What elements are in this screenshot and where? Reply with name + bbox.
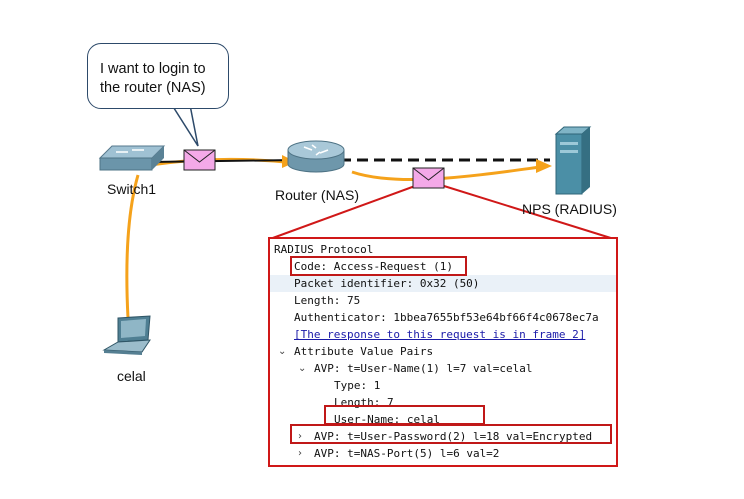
router-label: Router (NAS) [275,187,360,203]
tree-row-length[interactable]: Length: 75 [270,292,616,309]
tree-row-response-link[interactable]: [The response to this request is in fram… [270,326,616,343]
pc-label: celal [117,368,146,384]
speech-line-2: the router (NAS) [100,80,206,96]
avp-user-name-label: AVP: t=User-Name(1) l=7 val=celal [314,362,533,375]
tree-row-avp-nas-port[interactable]: › AVP: t=NAS-Port(5) l=6 val=2 [270,445,616,462]
cable-switch-router [149,157,297,167]
tree-row-avp-header[interactable]: ⌄ Attribute Value Pairs [270,343,616,360]
tree-row-type[interactable]: Type: 1 [270,377,616,394]
avp-password-label: AVP: t=User-Password(2) l=18 val=Encrypt… [314,430,593,443]
speech-bubble-tail [170,104,199,147]
chevron-right-icon[interactable]: › [298,431,302,442]
avp-nas-port-label: AVP: t=NAS-Port(5) l=6 val=2 [314,447,500,460]
router-icon[interactable] [287,140,345,173]
code-field: Code: Access-Request (1) [294,260,453,273]
callout-line-left [269,185,416,240]
highlight-code-box [290,256,467,276]
user-name-field: User-Name: celal [334,413,440,426]
avp-header-label: Attribute Value Pairs [294,345,434,358]
highlight-user-name-box [324,405,485,425]
arrow-to-server-icon [536,159,552,173]
type-field: Type: 1 [334,379,381,392]
speech-line-1: I want to login to [100,61,206,77]
tree-row-root[interactable]: RADIUS Protocol [270,241,616,258]
cable-laptop-switch [125,174,140,319]
response-link[interactable]: [The response to this request is in fram… [294,328,586,341]
packet-id-field: Packet identifier: 0x32 (50) [294,277,480,290]
laptop-icon[interactable] [102,315,151,355]
link-switch-router [149,159,297,163]
length-field: Length: 75 [294,294,361,307]
envelope-icon[interactable] [412,167,445,189]
tree-row-code[interactable]: Code: Access-Request (1) [270,258,616,275]
tree-row-packet-id[interactable]: Packet identifier: 0x32 (50) [270,275,616,292]
chevron-down-icon[interactable]: ⌄ [278,346,287,357]
tree-row-avp-password[interactable]: › AVP: t=User-Password(2) l=18 val=Encry… [270,428,616,445]
envelope-icon[interactable] [183,149,216,171]
tree-row-avp-user-name[interactable]: ⌄ AVP: t=User-Name(1) l=7 val=celal [270,360,616,377]
highlight-password-box [290,424,612,444]
authenticator-field: Authenticator: 1bbea7655bf53e64bf66f4c06… [294,311,599,324]
server-icon[interactable] [554,126,592,195]
tree-row-user-name[interactable]: User-Name: celal [270,411,616,428]
speech-bubble-text: I want to login to the router (NAS) [100,60,206,98]
root-label: RADIUS Protocol [274,243,374,256]
cable-router-server [351,164,549,182]
chevron-right-icon[interactable]: › [298,448,302,459]
bubble-tail-mask [172,104,192,108]
speech-bubble [87,43,229,109]
chevron-down-icon[interactable]: ⌄ [298,363,307,374]
server-label: NPS (RADIUS) [522,201,617,217]
switch-label: Switch1 [107,181,157,197]
switch-icon[interactable] [98,145,166,171]
tree-row-authenticator[interactable]: Authenticator: 1bbea7655bf53e64bf66f4c06… [270,309,616,326]
callout-line-right [443,185,615,240]
